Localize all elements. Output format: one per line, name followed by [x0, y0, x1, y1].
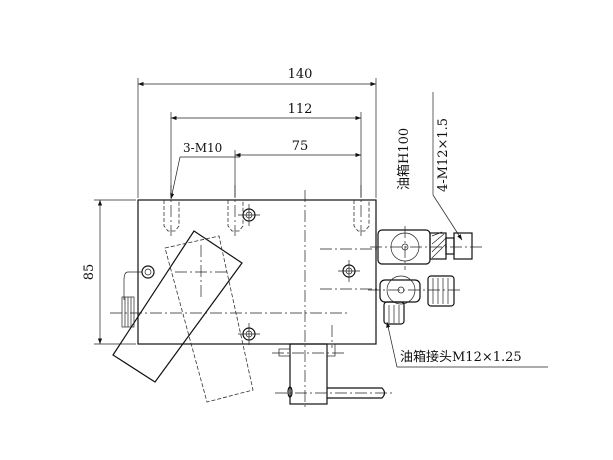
- dim-85: 85: [82, 199, 136, 345]
- tank-fitting-callout: 油箱接头M12×1.25: [386, 321, 548, 368]
- dim-85-label: 85: [82, 264, 97, 281]
- dim-140-label: 140: [288, 67, 313, 82]
- tank-fitting-text: 油箱接头M12×1.25: [400, 349, 522, 365]
- mounting-holes: [141, 204, 360, 345]
- tank-height-label: 油箱H100: [396, 128, 412, 190]
- dim-112-label: 112: [288, 102, 313, 117]
- valve-body: [110, 185, 378, 410]
- mount-thread-text: 4-M12×1.5: [436, 118, 451, 192]
- upper-fitting: [370, 226, 482, 270]
- callout-3-m10-label: 3-M10: [183, 141, 222, 155]
- dim-140: 140: [137, 67, 377, 198]
- lower-fitting: [368, 275, 462, 325]
- tank-height-text: 油箱H100: [396, 128, 412, 190]
- callout-3-m10: 3-M10: [170, 141, 240, 200]
- lever-handle: [112, 230, 254, 403]
- threaded-holes: [163, 185, 370, 236]
- dim-75-label: 75: [292, 139, 309, 154]
- mount-thread-callout: 4-M12×1.5: [432, 92, 463, 241]
- bottom-bracket: [272, 325, 395, 405]
- dim-75: 75: [234, 139, 361, 198]
